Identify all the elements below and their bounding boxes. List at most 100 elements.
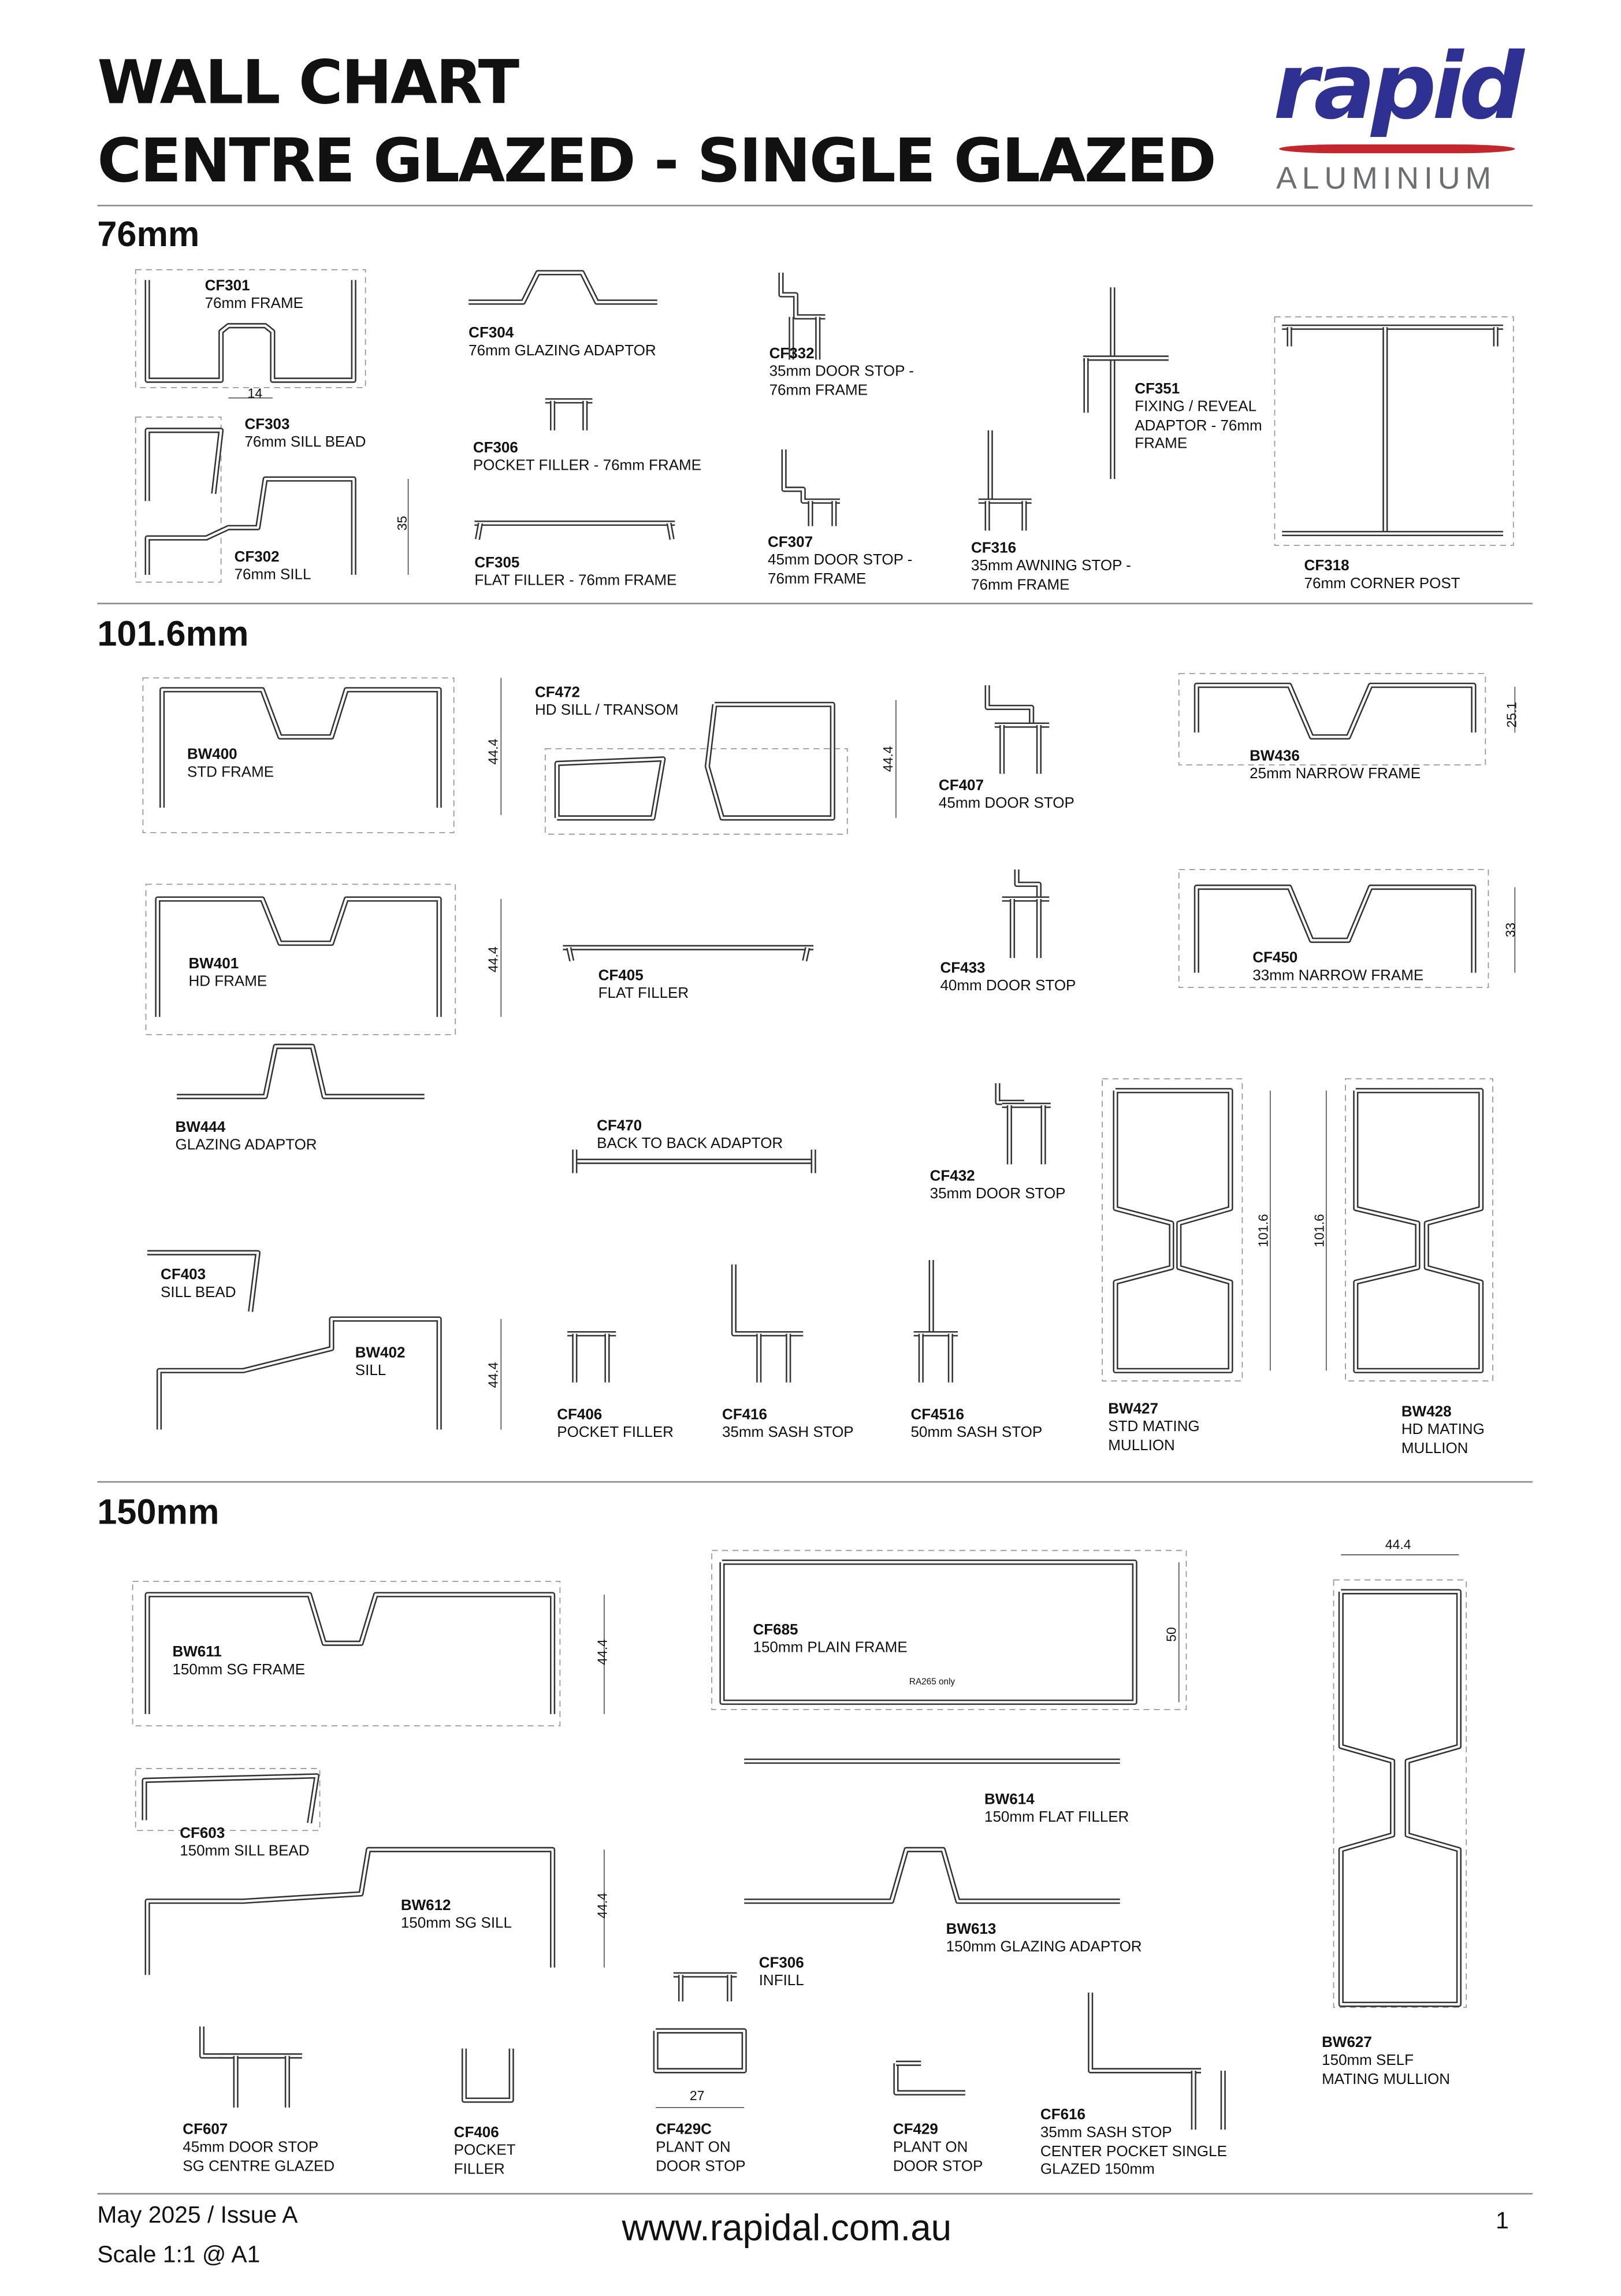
- profile-outline: [731, 1264, 804, 1337]
- profile-outline: [803, 947, 809, 961]
- profile-cf450: [1194, 885, 1477, 973]
- profile-outline: [158, 1318, 441, 1430]
- profile-bw428: [1353, 1088, 1484, 1373]
- profile-cf316: [978, 430, 1032, 531]
- profile-outline: [200, 2026, 236, 2057]
- part-description: FRAME: [1135, 436, 1188, 452]
- profile-cf607: [199, 2026, 302, 2108]
- part-code: BW611: [172, 1644, 222, 1661]
- profile-outline: [1088, 1992, 1201, 2074]
- part-description: FILLER: [453, 2161, 505, 2178]
- profile-cf305: [474, 520, 675, 540]
- glazing-envelope-outline: [544, 748, 848, 835]
- part-description: 76mm GLAZING ADAPTOR: [469, 344, 656, 361]
- part-code: BW627: [1322, 2035, 1372, 2052]
- part-code: BW436: [1250, 748, 1300, 765]
- profile-cf433: [1002, 870, 1050, 958]
- profile-cf4516: [913, 1260, 958, 1383]
- profile-outline: [744, 1847, 1120, 1904]
- profile-cf405: [563, 945, 814, 962]
- part-description: MULLION: [1108, 1437, 1175, 1454]
- profile-outline: [469, 271, 657, 303]
- footer-website-link[interactable]: www.rapidal.com.au: [622, 2208, 952, 2249]
- profile-outline: [706, 703, 834, 819]
- dimension-label: 101.6: [1256, 1214, 1271, 1247]
- profile-outline: [894, 2063, 965, 2094]
- part-code: CF304: [469, 325, 514, 342]
- profile-outline: [653, 2028, 747, 2074]
- part-code: CF306: [759, 1956, 804, 1972]
- dimension-label: 44.4: [880, 746, 896, 772]
- profile-cf307: [781, 449, 841, 526]
- part-code: CF685: [753, 1622, 798, 1639]
- profile-outline: [463, 2048, 513, 2102]
- dimension-label: 44.4: [594, 1639, 610, 1665]
- profile-cf432: [995, 1083, 1051, 1165]
- part-description: HD FRAME: [188, 974, 267, 991]
- part-code: BW612: [400, 1898, 451, 1915]
- part-description: 50mm SASH STOP: [910, 1425, 1043, 1442]
- profile-cf301: [144, 280, 356, 383]
- part-code: BW613: [946, 1922, 997, 1938]
- part-description: 35mm SASH STOP: [722, 1425, 854, 1442]
- profile-outline: [567, 947, 573, 961]
- profile-bw427: [1113, 1088, 1233, 1373]
- part-code: BW427: [1108, 1401, 1158, 1418]
- profile-outline: [1340, 1590, 1460, 2006]
- part-description: PLANT ON: [893, 2140, 968, 2157]
- profile-cf429c: [653, 2028, 747, 2074]
- profile-cf616: [1088, 1992, 1226, 2130]
- profile-outline: [783, 449, 841, 503]
- part-code: CF405: [598, 968, 644, 985]
- footer-scale: Scale 1:1 @ A1: [97, 2243, 261, 2268]
- profile-outline: [461, 2048, 514, 2103]
- profile-cf685: [719, 1559, 1137, 1705]
- part-description: 40mm DOOR STOP: [940, 979, 1076, 995]
- logo-subtitle: ALUMINIUM: [1276, 162, 1497, 196]
- profile-outline: [744, 1848, 1120, 1903]
- glazing-envelope-outline: [1274, 316, 1514, 546]
- profile-outline: [668, 523, 674, 540]
- glazing-envelope-outline: [1178, 673, 1486, 766]
- profile-cf472: [554, 701, 835, 821]
- part-description: FLAT FILLER: [598, 986, 689, 1003]
- divider: [97, 2193, 1533, 2195]
- part-label-bw611: BW611 150mm SG FRAME: [172, 1645, 305, 1681]
- part-description: GLAZING ADAPTOR: [175, 1138, 317, 1155]
- profile-bw400: [159, 687, 442, 808]
- part-description: 45mm DOOR STOP: [938, 796, 1075, 813]
- part-description: 76mm CORNER POST: [1304, 577, 1460, 593]
- part-code: CF450: [1252, 950, 1298, 967]
- profile-cf403: [147, 1250, 261, 1312]
- profile-outline: [779, 272, 826, 318]
- profile-outline: [986, 685, 1033, 726]
- profile-outline: [1016, 870, 1040, 900]
- glazing-envelope-outline: [135, 269, 366, 388]
- dimension-label: 44.4: [594, 1892, 610, 1919]
- profile-bw436: [1194, 682, 1477, 740]
- profile-outline: [556, 757, 664, 819]
- part-description: SG CENTRE GLAZED: [183, 2158, 335, 2175]
- logo-swoosh: [1279, 144, 1515, 154]
- part-description: 76mm SILL BEAD: [244, 435, 366, 452]
- part-description: 76mm FRAME: [768, 571, 867, 588]
- part-code: CF351: [1135, 381, 1180, 398]
- part-description: 150mm SG FRAME: [172, 1663, 306, 1680]
- part-code: CF4516: [910, 1407, 964, 1424]
